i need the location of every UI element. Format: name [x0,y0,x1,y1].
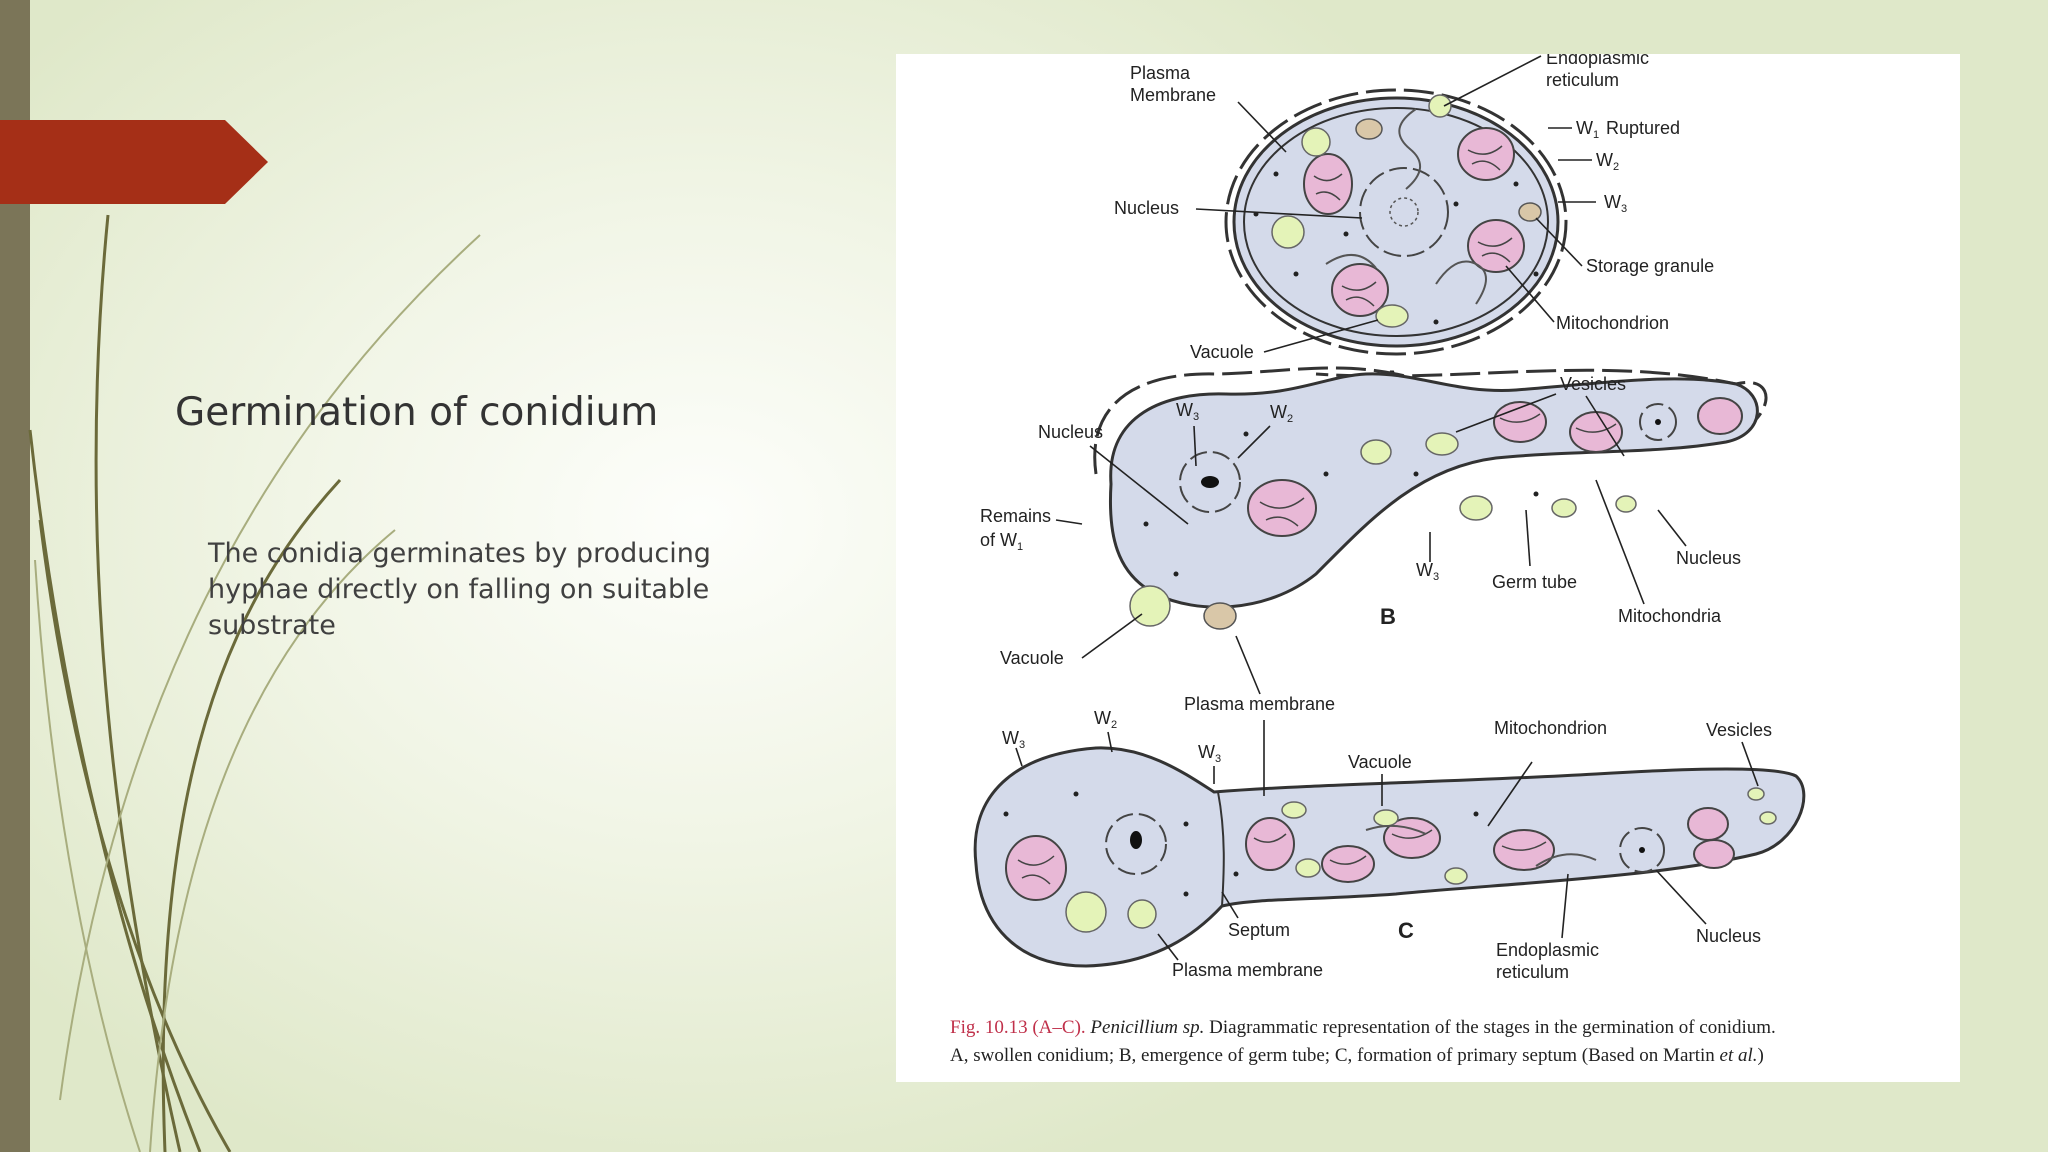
label-germ-tube: Germ tube [1492,572,1577,592]
svg-text:Membrane: Membrane [1130,85,1216,105]
caption-text-1: Diagrammatic representation of the stage… [1209,1017,1776,1038]
label-septum: Septum [1228,920,1290,940]
label-nucleus-left: Nucleus [1038,422,1103,442]
label-mitochondrion: Mitochondrion [1556,313,1669,333]
svg-text:2: 2 [1287,413,1293,425]
svg-text:3: 3 [1215,753,1221,765]
label-w1-ruptured: W [1576,118,1593,138]
label-w2: W [1270,402,1287,422]
svg-text:3: 3 [1621,203,1627,215]
caption-etal: et al. [1719,1045,1758,1066]
panel-letter-c: C [1398,918,1414,943]
caption-close: ) [1757,1045,1764,1066]
svg-text:reticulum: reticulum [1496,962,1569,982]
svg-text:2: 2 [1613,161,1619,173]
label-vacuole: Vacuole [1190,342,1254,362]
figure-image: Plasma Membrane Endoplasmic reticulum W … [896,54,1960,1082]
label-mitochondria: Mitochondria [1618,606,1722,626]
title-marker-arrow [0,120,268,204]
label-plasma-membrane: Plasma [1130,63,1191,83]
panel-b-labels: W 3 W 2 Vesicles Nucleus Remains of W 1 … [980,374,1741,714]
label-w2: W [1596,150,1613,170]
label-plasma-membrane: Plasma membrane [1184,694,1335,714]
svg-text:Ruptured: Ruptured [1606,118,1680,138]
label-endoplasmic-reticulum: Endoplasmic [1496,940,1599,960]
label-w3-lower: W [1416,560,1433,580]
svg-text:1: 1 [1593,129,1599,141]
label-nucleus: Nucleus [1114,198,1179,218]
label-nucleus: Nucleus [1696,926,1761,946]
label-vacuole: Vacuole [1348,752,1412,772]
svg-text:of W: of W [980,530,1017,550]
label-w3: W [1176,400,1193,420]
decorative-curves [28,214,481,1152]
label-w2: W [1094,708,1111,728]
label-remains-of-w1: Remains [980,506,1051,526]
figure-caption: Fig. 10.13 (A–C). Penicillium sp. Diagra… [950,1014,1950,1070]
label-endoplasmic-reticulum: Endoplasmic [1546,54,1649,68]
label-w3: W [1604,192,1621,212]
label-vesicles: Vesicles [1706,720,1772,740]
label-mitochondrion: Mitochondrion [1494,718,1607,738]
panel-c-labels: W 3 W 2 W 3 Vacuole Mitochondrion Vesicl… [1002,708,1772,982]
panel-a-cell [1224,88,1568,356]
svg-text:1: 1 [1017,541,1023,553]
label-vesicles: Vesicles [1560,374,1626,394]
label-w3: W [1002,728,1019,748]
caption-species: Penicillium sp. [1090,1017,1205,1038]
label-plasma-membrane: Plasma membrane [1172,960,1323,980]
svg-text:reticulum: reticulum [1546,70,1619,90]
svg-text:3: 3 [1433,571,1439,583]
slide-title: Germination of conidium [175,390,659,435]
panel-c-cell [973,746,1806,968]
panel-a-labels: Plasma Membrane Endoplasmic reticulum W … [1114,54,1714,391]
panel-letter-b: B [1380,604,1396,629]
caption-text-2: A, swollen conidium; B, emergence of ger… [950,1045,1715,1066]
germination-diagram: Plasma Membrane Endoplasmic reticulum W … [973,54,1806,982]
label-vacuole: Vacuole [1000,648,1064,668]
label-w3-right: W [1198,742,1215,762]
label-storage-granule: Storage granule [1586,256,1714,276]
caption-figure-number: Fig. 10.13 (A–C). [950,1017,1086,1038]
label-nucleus-right: Nucleus [1676,548,1741,568]
panel-b-cell [1093,366,1768,630]
svg-text:3: 3 [1019,739,1025,751]
svg-text:3: 3 [1193,411,1199,423]
slide-body-text: The conidia germinates by producing hyph… [208,538,711,641]
svg-text:2: 2 [1111,719,1117,731]
